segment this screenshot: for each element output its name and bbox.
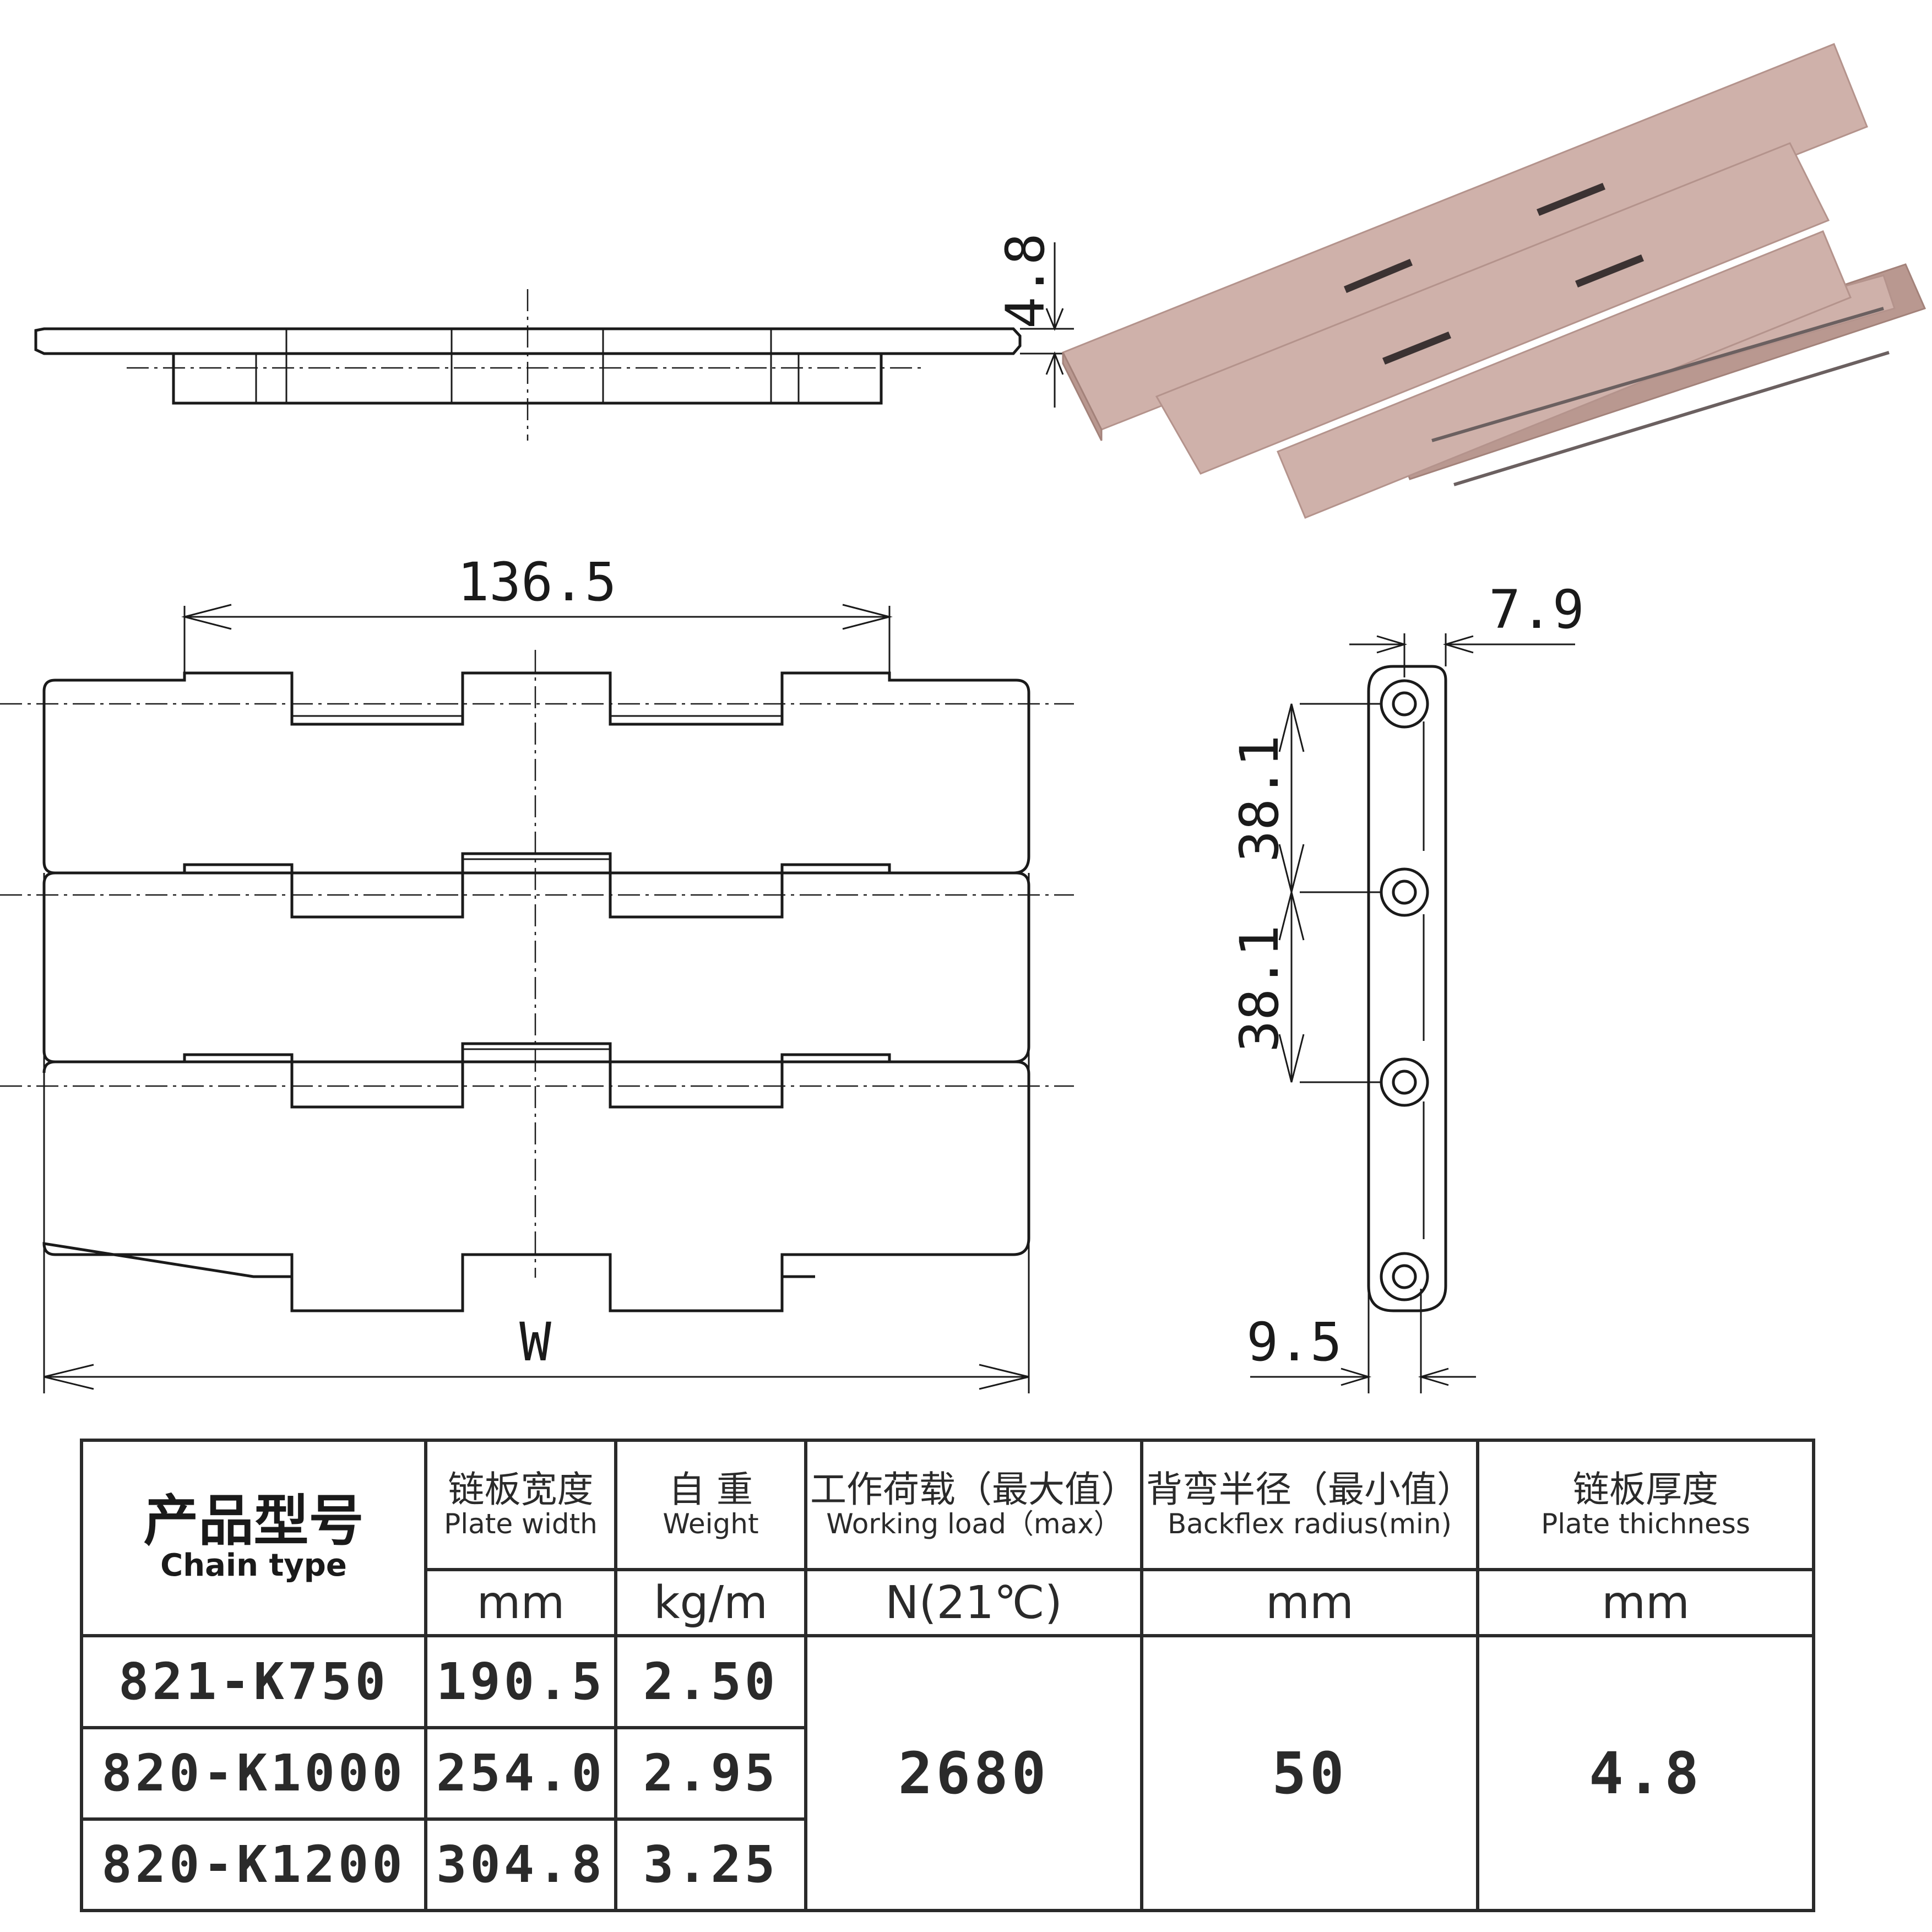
header-chain-type-cn: 产品型号	[143, 1488, 364, 1553]
header-weight-en: Weight	[663, 1507, 759, 1540]
header-plate-thickness-en: Plate thichness	[1541, 1507, 1750, 1540]
header-working-load-en: Working load（max）	[826, 1507, 1121, 1540]
table-row: 820-K1000 254.0 2.95	[80, 1725, 1814, 1821]
technical-drawing: 4.8 136.5	[0, 43, 1926, 1393]
product-photo	[1061, 43, 1926, 519]
profile-view: 7.9 38.1 38.1 9.5	[1229, 579, 1584, 1393]
header-plate-thickness: 链板厚度 Plate thichness	[1476, 1438, 1815, 1572]
header-plate-width: 链板宽度 Plate width	[424, 1438, 617, 1572]
cell-plate-width: 190.5	[424, 1634, 617, 1729]
header-chain-type: 产品型号 Chain type	[80, 1438, 427, 1638]
dim-side-width: 7.9	[1489, 579, 1584, 641]
header-weight-cn: 自 重	[669, 1468, 753, 1511]
header-chain-type-en: Chain type	[160, 1547, 347, 1583]
header-plate-width-cn: 链板宽度	[448, 1468, 594, 1511]
cell-plate-width: 254.0	[424, 1725, 617, 1821]
header-working-load-cn: 工作荷载（最大值）	[810, 1468, 1137, 1511]
dim-pitch-span: 136.5	[458, 551, 617, 613]
dim-thickness: 4.8	[995, 233, 1056, 328]
unit-plate-thickness: mm	[1476, 1568, 1815, 1638]
spec-table: 产品型号 Chain type 链板宽度 Plate width 自 重 Wei…	[80, 1438, 1815, 1913]
cell-chain-type: 820-K1000	[80, 1725, 427, 1821]
cell-plate-width: 304.8	[424, 1817, 617, 1913]
cell-chain-type: 821-K750	[80, 1634, 427, 1729]
unit-backflex: mm	[1140, 1568, 1479, 1638]
top-view: 136.5 W	[0, 551, 1074, 1393]
header-backflex-cn: 背弯半径（最小值）	[1146, 1468, 1473, 1511]
header-weight: 自 重 Weight	[614, 1438, 807, 1572]
header-backflex-en: Backflex radius(min)	[1167, 1507, 1452, 1540]
dim-pitch-upper: 38.1	[1229, 735, 1290, 862]
header-backflex: 背弯半径（最小值） Backflex radius(min)	[1140, 1438, 1479, 1572]
cell-weight: 2.95	[614, 1725, 807, 1821]
dim-width: W	[519, 1311, 551, 1373]
unit-weight: kg/m	[614, 1568, 807, 1638]
header-plate-thickness-cn: 链板厚度	[1573, 1468, 1718, 1511]
dim-bottom-offset: 9.5	[1246, 1311, 1342, 1373]
cell-plate-thickness: 4.8	[1476, 1634, 1815, 1912]
unit-working-load: N(21℃)	[804, 1568, 1143, 1638]
table-row: 821-K750 190.5 2.50 2680 50 4.8	[80, 1634, 1815, 1912]
cell-working-load: 2680	[804, 1634, 1143, 1912]
cell-weight: 3.25	[614, 1817, 807, 1913]
side-view: 4.8	[34, 233, 1074, 441]
cell-backflex: 50	[1140, 1634, 1479, 1912]
cell-chain-type: 820-K1200	[80, 1817, 427, 1913]
unit-plate-width: mm	[424, 1568, 617, 1638]
cell-weight: 2.50	[614, 1634, 807, 1729]
header-plate-width-en: Plate width	[444, 1507, 598, 1540]
dim-pitch-lower: 38.1	[1229, 925, 1290, 1052]
header-working-load: 工作荷载（最大值） Working load（max）	[804, 1438, 1143, 1572]
table-row: 820-K1200 304.8 3.25	[80, 1817, 1814, 1913]
